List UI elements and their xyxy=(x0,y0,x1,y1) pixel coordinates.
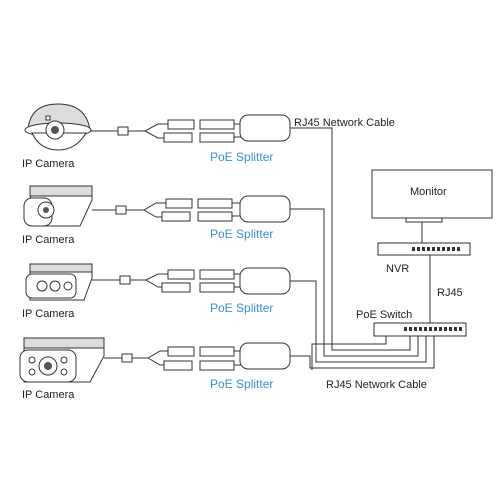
port xyxy=(422,247,425,251)
camera-pigtail xyxy=(92,269,195,293)
poe-splitter xyxy=(199,267,291,295)
nvr-icon xyxy=(377,242,471,256)
port xyxy=(439,327,442,331)
port xyxy=(452,247,455,251)
monitor-label: Monitor xyxy=(410,186,447,198)
cable-label-top: RJ45 Network Cable xyxy=(294,117,395,129)
port xyxy=(429,327,432,331)
port xyxy=(417,247,420,251)
port xyxy=(412,247,415,251)
port xyxy=(427,247,430,251)
camera-label: IP Camera xyxy=(22,389,75,401)
rj45-cable-runs xyxy=(290,127,435,370)
poe-switch-icon xyxy=(373,322,467,337)
cable-label-bottom: RJ45 Network Cable xyxy=(326,379,427,391)
bullet-camera-icon xyxy=(23,185,93,227)
port xyxy=(447,247,450,251)
port xyxy=(442,247,445,251)
poe-splitter xyxy=(197,195,291,223)
port xyxy=(432,247,435,251)
nvr-link-label: RJ45 xyxy=(437,287,463,299)
splitter-label: PoE Splitter xyxy=(210,227,273,241)
port xyxy=(457,247,460,251)
camera-pigtail xyxy=(90,119,195,143)
dome-camera-icon xyxy=(24,103,92,151)
port xyxy=(437,247,440,251)
port xyxy=(404,327,407,331)
bullet-camera-icon xyxy=(19,337,105,383)
splitter-label: PoE Splitter xyxy=(210,150,273,164)
port xyxy=(419,327,422,331)
port xyxy=(409,327,412,331)
monitor-icon xyxy=(371,169,493,223)
port xyxy=(454,327,457,331)
nvr-label: NVR xyxy=(386,263,409,275)
port xyxy=(434,327,437,331)
camera-pigtail xyxy=(92,198,193,222)
splitter-label: PoE Splitter xyxy=(210,377,273,391)
camera-pigtail xyxy=(104,346,195,371)
camera-label: IP Camera xyxy=(22,158,75,170)
poe-splitter xyxy=(199,114,291,143)
port xyxy=(449,327,452,331)
splitter-label: PoE Splitter xyxy=(210,301,273,315)
camera-label: IP Camera xyxy=(22,234,75,246)
bullet-camera-icon xyxy=(25,263,93,301)
poe-splitter xyxy=(199,342,291,371)
port xyxy=(444,327,447,331)
port xyxy=(414,327,417,331)
poe-switch-label: PoE Switch xyxy=(356,309,412,321)
camera-label: IP Camera xyxy=(22,308,75,320)
port xyxy=(459,327,462,331)
port xyxy=(424,327,427,331)
